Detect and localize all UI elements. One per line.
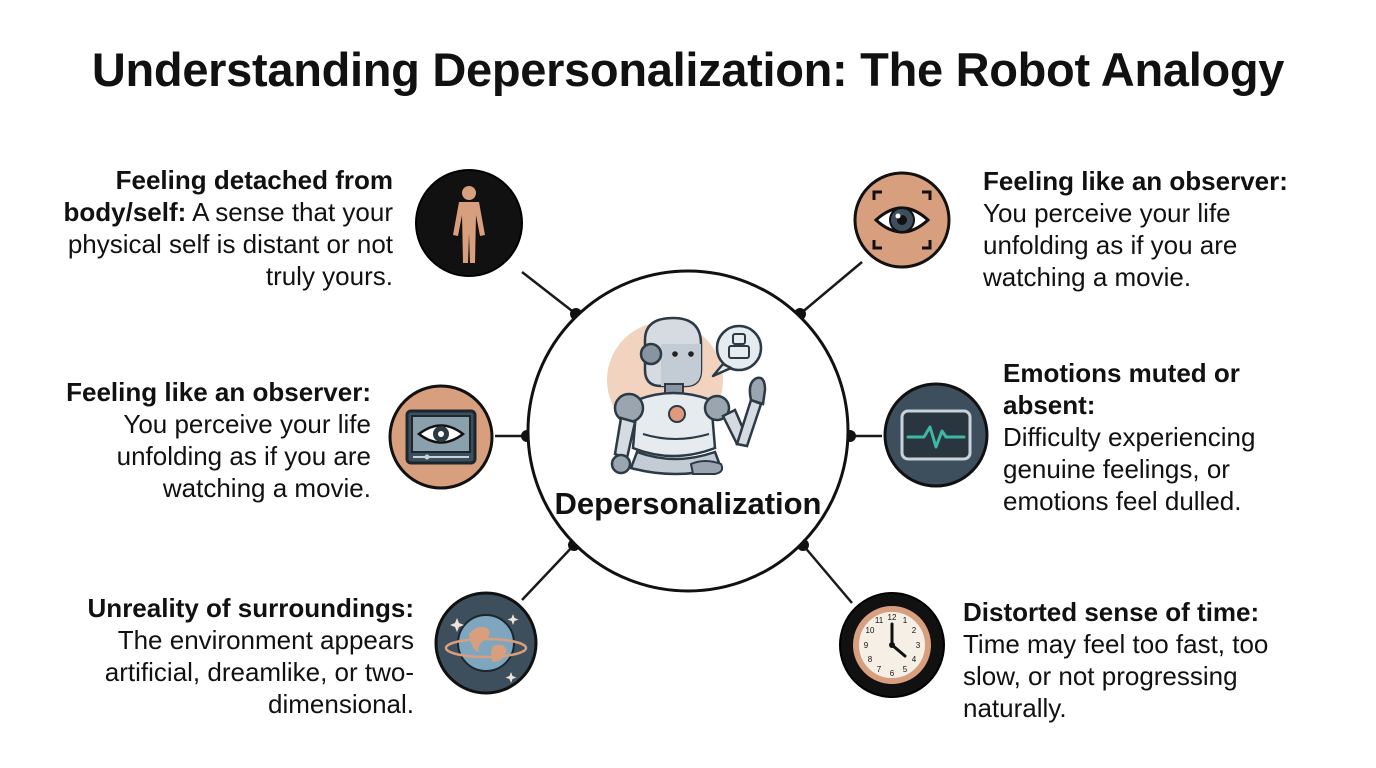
focus-eye-icon [853, 171, 951, 269]
svg-text:12: 12 [888, 613, 897, 622]
item-distorted-time: Distorted sense of time: Time may feel t… [963, 596, 1303, 724]
item-observer-left: Feeling like an observer: You perceive y… [30, 376, 371, 504]
svg-text:10: 10 [866, 626, 875, 635]
svg-text:6: 6 [890, 669, 895, 678]
svg-text:7: 7 [877, 665, 882, 674]
item-observer-right: Feeling like an observer: You perceive y… [983, 165, 1313, 293]
svg-text:11: 11 [875, 616, 884, 625]
item-heading: Emotions muted or absent: [1003, 358, 1240, 420]
screen-eye-icon [388, 384, 494, 490]
item-heading: Feeling detached from body/self: [63, 165, 394, 227]
item-unreality-surroundings: Unreality of surroundings: The environme… [40, 592, 414, 720]
svg-text:2: 2 [912, 626, 917, 635]
item-emotions-muted: Emotions muted or absent: Difficulty exp… [1003, 357, 1303, 517]
item-heading: Feeling like an observer: [983, 166, 1288, 196]
svg-text:1: 1 [903, 616, 908, 625]
svg-text:4: 4 [912, 655, 917, 664]
svg-text:8: 8 [868, 655, 873, 664]
svg-text:3: 3 [916, 641, 921, 650]
hub-label: Depersonalization [554, 486, 822, 521]
human-silhouette-icon [415, 169, 523, 277]
speech-bubble-icon [711, 324, 763, 378]
robot-icon [610, 316, 767, 476]
item-heading: Feeling like an observer: [66, 377, 371, 407]
item-heading: Unreality of surroundings: [87, 593, 414, 623]
svg-text:5: 5 [903, 665, 908, 674]
heart-monitor-icon [883, 382, 989, 488]
svg-text:9: 9 [864, 641, 869, 650]
item-body: The environment appears artificial, drea… [104, 625, 414, 719]
item-body: You perceive your life unfolding as if y… [116, 409, 371, 503]
globe-icon [434, 591, 538, 695]
item-body: Time may feel too fast, too slow, or not… [963, 629, 1269, 723]
item-heading: Distorted sense of time: [963, 597, 1260, 627]
item-detached-from-body: Feeling detached from body/self: A sense… [40, 164, 394, 292]
page-title: Understanding Depersonalization: The Rob… [91, 43, 1285, 96]
item-body: A sense that your physical self is dista… [67, 197, 393, 291]
hub-circle [526, 269, 850, 593]
item-body: You perceive your life unfolding as if y… [983, 198, 1238, 292]
item-body: Difficulty experiencing genuine feelings… [1003, 422, 1256, 516]
